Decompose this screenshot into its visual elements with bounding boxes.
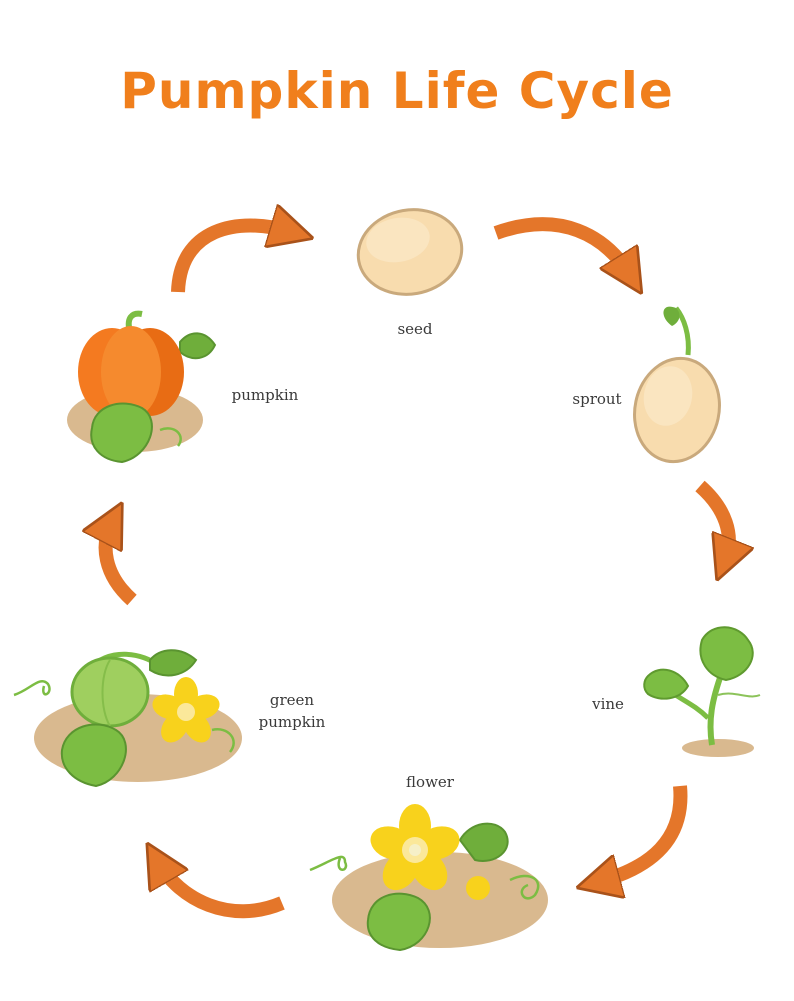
label-flower: flower [406, 773, 454, 791]
label-green-pumpkin-line2: pumpkin [258, 713, 326, 731]
label-green-pumpkin: green pumpkin [250, 689, 334, 733]
label-vine: vine [592, 695, 624, 713]
page-title: Pumpkin Life Cycle [120, 62, 674, 120]
label-seed: seed [397, 320, 433, 338]
sprout-illustration [633, 306, 721, 464]
label-sprout: sprout [572, 390, 622, 408]
pumpkin-illustration [67, 310, 217, 464]
seed-illustration [356, 208, 464, 296]
vine-illustration [643, 626, 761, 757]
label-green-pumpkin-line1: green [269, 691, 315, 709]
arrow-vine-to-flower [598, 785, 688, 882]
arrow-sprout-to-vine [695, 480, 729, 560]
label-pumpkin: pumpkin [231, 386, 299, 404]
cycle-arrows [106, 217, 729, 919]
green-pumpkin-illustration [13, 649, 242, 788]
arrow-seed-to-sprout [493, 217, 630, 275]
arrow-flower-to-green-pumpkin [158, 862, 285, 919]
flower-illustration [309, 804, 548, 952]
arrow-green-pumpkin-to-pumpkin [106, 522, 137, 606]
arrow-pumpkin-to-seed [171, 225, 292, 293]
